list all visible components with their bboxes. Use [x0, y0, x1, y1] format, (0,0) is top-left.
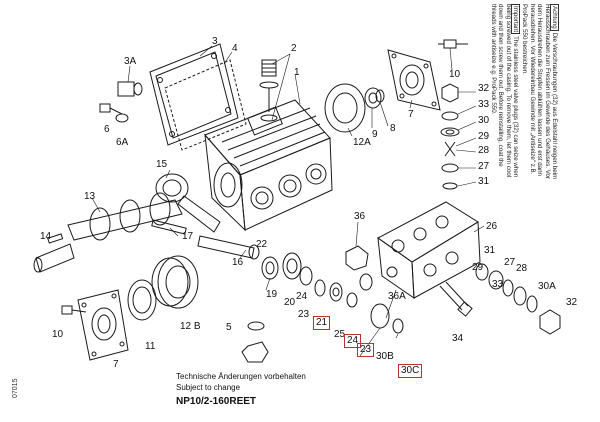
part-label-16: 16 [232, 257, 244, 268]
change-notice-german: Technische Änderungen vorbehalten [176, 372, 306, 381]
part-label-6: 6 [104, 124, 110, 135]
part-label-27-top: 27 [478, 161, 490, 172]
part-label-12b: 12 B [180, 321, 201, 332]
part-label-26: 26 [486, 221, 498, 232]
part-label-11: 11 [145, 341, 156, 352]
shaft-key-part [47, 233, 64, 244]
seizing-warning-notes: AchtungDie Verschraubungen (32) aus Edel… [489, 4, 559, 184]
part-label-31-bottom: 31 [484, 245, 496, 256]
seal-plug-part [117, 81, 143, 97]
part-label-7-top: 7 [408, 109, 414, 120]
part-label-6a: 6A [116, 137, 129, 148]
model-number: NP10/2-160REET [176, 396, 257, 407]
part-label-14: 14 [40, 231, 52, 242]
part-label-27-bottom: 27 [504, 257, 516, 268]
english-note: ImportantThe stainless steel valve plugs… [489, 4, 520, 184]
valve-cap-part [345, 245, 373, 291]
part-label-2: 2 [291, 43, 297, 54]
document-side-code: 07015 [12, 378, 19, 398]
main-bearing-part [151, 255, 199, 309]
part-label-36: 36 [354, 211, 366, 222]
german-note-header: Achtung [550, 4, 559, 31]
part-label-28-bottom: 28 [516, 263, 528, 274]
part-label-25: 25 [334, 329, 346, 340]
part-label-9: 9 [372, 129, 378, 140]
screw-lower-part [61, 305, 87, 315]
part-label-13: 13 [84, 191, 96, 202]
screw-top-part [438, 39, 468, 49]
part-label-34: 34 [452, 333, 464, 344]
part-label-8: 8 [390, 123, 396, 134]
crankcase-cover-part [149, 43, 239, 146]
callout-leader-lines [91, 45, 485, 357]
bearing-flange-part [77, 289, 129, 361]
oil-filler-breather-part [259, 59, 279, 122]
valve-stack-upper-part [440, 83, 460, 190]
part-label-3a: 3A [124, 56, 137, 67]
part-label-29-top: 29 [478, 131, 490, 142]
drain-screw-part [99, 103, 129, 123]
part-label-33-bottom: 33 [492, 279, 504, 290]
bearing-seal-ring-part [127, 279, 157, 321]
part-label-30a: 30A [538, 281, 556, 292]
long-bolt-part [439, 281, 473, 317]
part-label-30: 30 [478, 115, 490, 126]
part-label-21-highlighted: 21 [313, 316, 331, 330]
part-label-33-top: 33 [478, 99, 490, 110]
german-note: AchtungDie Verschraubungen (32) aus Edel… [521, 4, 559, 184]
part-label-23-upper: 23 [298, 309, 310, 320]
part-label-32-top: 32 [478, 83, 490, 94]
english-note-header: Important [510, 4, 520, 35]
drain-plug-part [241, 321, 269, 363]
cover-gasket-part [164, 59, 247, 151]
part-label-10-top: 10 [449, 69, 461, 80]
part-label-22: 22 [256, 239, 268, 250]
part-label-30b: 30B [376, 351, 394, 362]
part-label-19: 19 [266, 289, 278, 300]
part-label-24-highlighted: 24 [344, 334, 362, 348]
part-label-36a: 36A [388, 291, 406, 302]
part-label-28-top: 28 [478, 145, 490, 156]
part-label-32-bottom: 32 [566, 297, 578, 308]
part-label-5: 5 [226, 322, 232, 333]
pump-manifold-head-part [377, 201, 481, 299]
part-label-1: 1 [294, 67, 300, 78]
part-label-3: 3 [212, 36, 218, 47]
part-label-31-top: 31 [478, 176, 490, 187]
connecting-rod-part [155, 173, 221, 233]
part-label-20: 20 [284, 297, 296, 308]
part-label-17: 17 [182, 231, 194, 242]
part-label-29-bottom: 29 [472, 262, 484, 273]
part-label-30c-highlighted: 30C [398, 364, 423, 378]
plunger-seal-stack-part [261, 252, 404, 334]
part-label-10-bottom: 10 [52, 329, 64, 340]
part-label-24-upper: 24 [296, 291, 308, 302]
side-bearing-cover-part [324, 83, 385, 133]
plunger-rod-part [151, 219, 260, 260]
side-flange-cover-part [387, 49, 441, 111]
part-label-23-highlighted: 23 [357, 343, 375, 357]
crankcase-housing-part [204, 99, 333, 232]
part-label-7-bottom: 7 [113, 359, 119, 370]
part-label-12a: 12A [353, 137, 371, 148]
part-label-4: 4 [232, 43, 238, 54]
change-notice-english: Subject to change [176, 383, 241, 392]
part-label-15: 15 [156, 159, 168, 170]
crankshaft-part [33, 192, 183, 273]
valve-stack-lower-part [475, 263, 561, 335]
